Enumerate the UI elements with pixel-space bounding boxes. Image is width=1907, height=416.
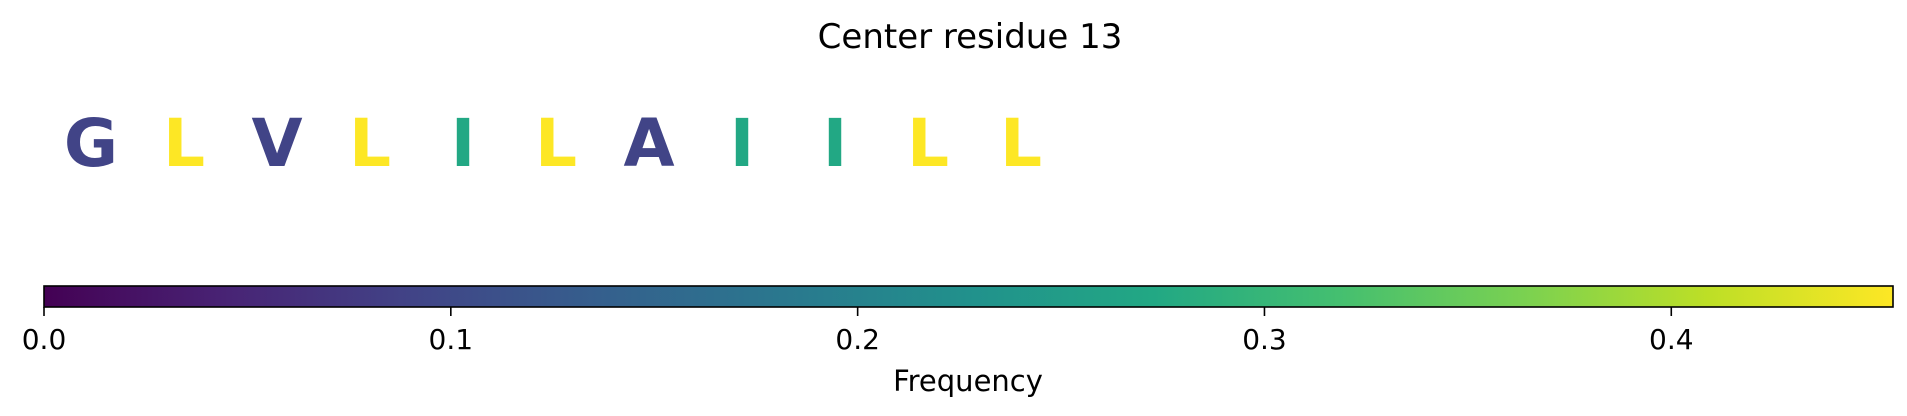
- chart-title: Center residue 13: [818, 17, 1123, 57]
- residue-letter: L: [535, 105, 577, 182]
- colorbar-tick-label: 0.0: [22, 323, 67, 356]
- colorbar-tick-label: 0.1: [429, 323, 474, 356]
- residue-letter: L: [907, 105, 949, 182]
- colorbar-label: Frequency: [893, 364, 1043, 398]
- residue-letter: I: [823, 105, 848, 182]
- colorbar: [43, 285, 1894, 308]
- residue-letter: I: [451, 105, 476, 182]
- residue-letter: V: [251, 105, 302, 182]
- residue-letter: L: [349, 105, 391, 182]
- residue-letter: L: [163, 105, 205, 182]
- residue-letter: I: [730, 105, 755, 182]
- residue-letter: A: [623, 105, 674, 182]
- residue-letter: L: [1000, 105, 1042, 182]
- colorbar-tick-label: 0.3: [1242, 323, 1287, 356]
- colorbar-ticks: 0.0 0.1 0.2 0.3 0.4: [22, 307, 1694, 356]
- colorbar-tick-label: 0.4: [1649, 323, 1694, 356]
- colorbar-tick-label: 0.2: [835, 323, 880, 356]
- residue-letter: G: [64, 105, 118, 182]
